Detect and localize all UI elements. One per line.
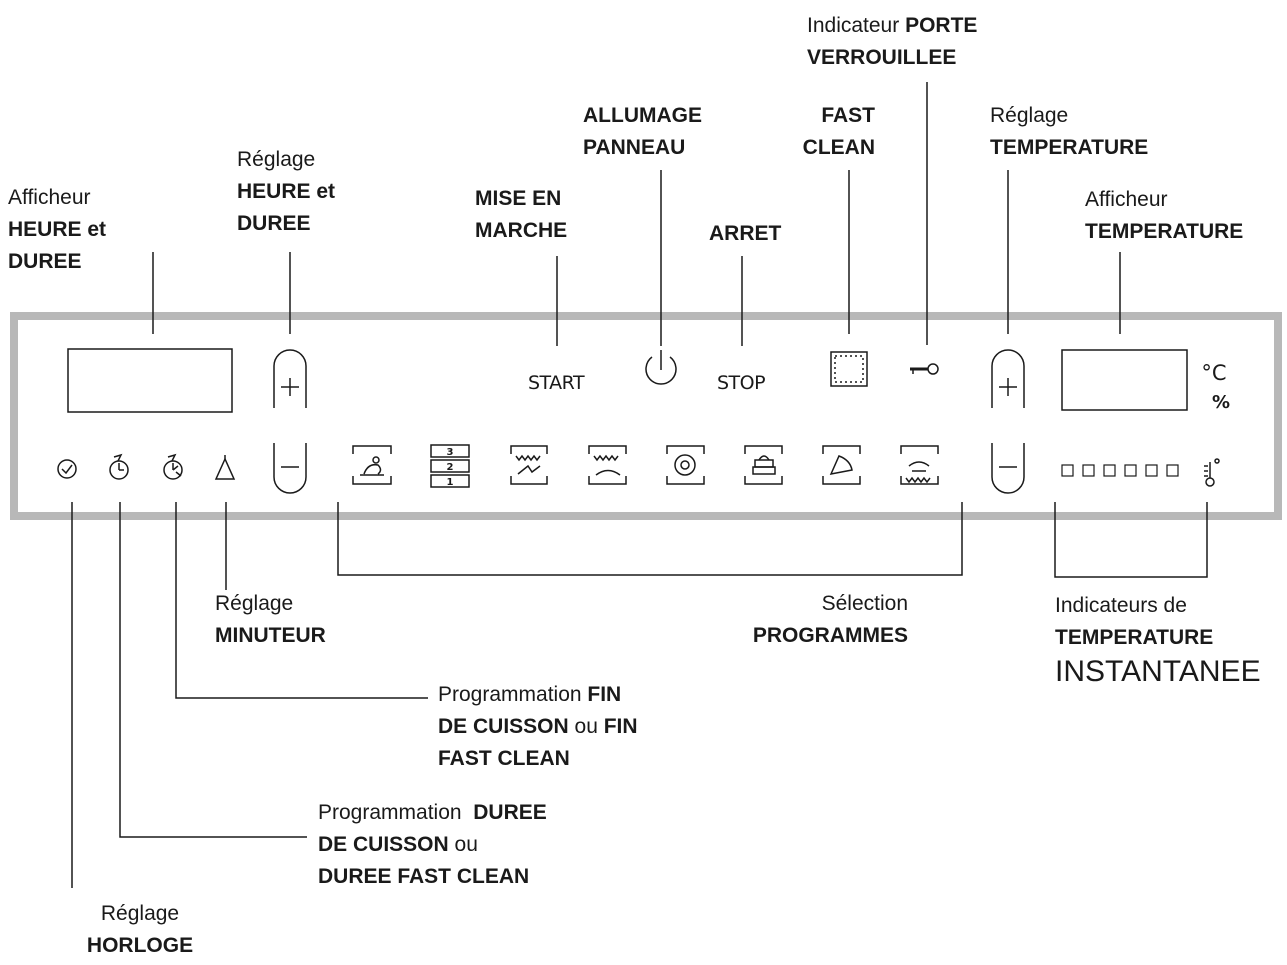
label-arret: ARRET [709, 222, 782, 245]
label-afficheur-temp: Afficheur TEMPERATURE [1085, 188, 1244, 243]
temperature-indicator-square [1082, 464, 1095, 477]
shelf-level-1: 1 [447, 477, 454, 488]
shelf-level-3: 3 [447, 447, 454, 458]
temperature-indicator-square [1166, 464, 1179, 477]
leader-fin-cuisson [175, 502, 428, 699]
temperature-minus-button[interactable] [991, 443, 1025, 494]
label-minuteur: Réglage MINUTEUR [215, 592, 326, 647]
pastry-program-button[interactable] [744, 445, 783, 485]
label-porte: Indicateur PORTE VERROUILLEE [807, 14, 978, 69]
label-reglage-temp: Réglage TEMPERATURE [990, 104, 1149, 159]
bracket-programmes [337, 502, 963, 576]
label-afficheur-heure: Afficheur HEURE et DUREE [8, 186, 107, 273]
label-fin-cuisson: Programmation FIN DE CUISSON ou FIN FAST… [438, 683, 638, 770]
celsius-unit: °C [1201, 361, 1226, 385]
end-time-icon[interactable] [163, 453, 183, 480]
control-panel-frame [10, 312, 1282, 520]
label-reglage-heure: Réglage HEURE et DUREE [237, 148, 336, 235]
label-horloge: Réglage HORLOGE [86, 902, 194, 957]
shelf-level-2: 2 [447, 462, 454, 473]
temperature-plus-button[interactable] [991, 349, 1025, 408]
temperature-indicator-square [1103, 464, 1116, 477]
clock-icon[interactable] [57, 459, 77, 479]
minute-timer-icon[interactable] [214, 455, 236, 480]
power-icon[interactable] [645, 350, 677, 385]
stop-button[interactable]: STOP [717, 372, 766, 394]
label-fast-clean: FAST CLEAN [802, 104, 875, 159]
temperature-indicator-square [1124, 464, 1137, 477]
bottom-heat-program-button[interactable] [900, 445, 939, 485]
temperature-indicator-square [1145, 464, 1158, 477]
fast-clean-icon[interactable] [830, 351, 868, 387]
grill-program-button[interactable] [510, 445, 548, 485]
top-heat-program-button[interactable] [588, 445, 627, 485]
label-mise-en-marche: MISE EN MARCHE [475, 187, 568, 242]
fan-program-button[interactable] [666, 445, 705, 485]
multilevel-program-button[interactable] [430, 444, 470, 488]
label-programmes: Sélection PROGRAMMES [752, 592, 908, 647]
time-plus-button[interactable] [273, 349, 307, 408]
bracket-indicateurs [1054, 502, 1208, 578]
temperature-indicator-row [1061, 464, 1179, 477]
duration-icon[interactable] [109, 453, 129, 480]
start-button[interactable]: START [528, 372, 586, 394]
key-icon [910, 363, 939, 375]
temperature-display [1061, 349, 1188, 411]
time-minus-button[interactable] [273, 443, 307, 494]
thermometer-icon [1204, 458, 1220, 487]
rotisserie-program-button[interactable] [352, 445, 392, 485]
label-indicateurs: Indicateurs de TEMPERATURE INSTANTANEE [1055, 594, 1261, 688]
percent-unit: % [1212, 392, 1230, 413]
time-display [67, 348, 233, 413]
label-allumage: ALLUMAGE PANNEAU [583, 104, 702, 159]
leader-duree-cuisson [119, 502, 307, 838]
label-duree-cuisson: Programmation DUREE DE CUISSON ou DUREE … [318, 801, 547, 888]
temperature-indicator-square [1061, 464, 1074, 477]
pizza-program-button[interactable] [822, 445, 861, 485]
